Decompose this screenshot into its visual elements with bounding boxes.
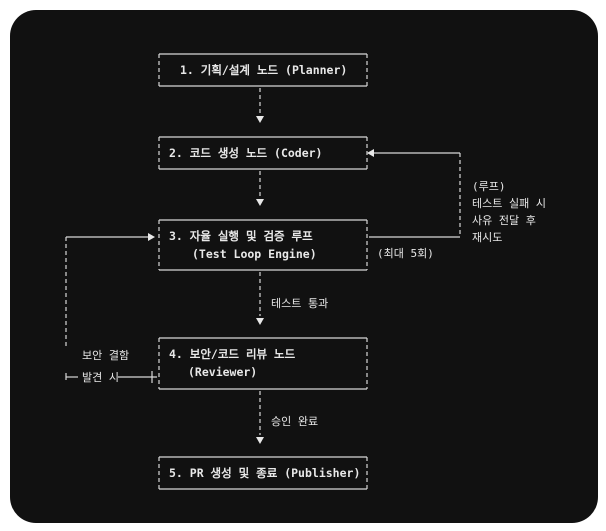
security-label-line-2: 발견 시: [82, 371, 119, 384]
loop-max-label: (최대 5회): [377, 247, 434, 260]
arrow-to-publisher: [256, 437, 264, 444]
node-test-loop-label: 3. 자율 실행 및 검증 루프: [169, 229, 313, 243]
edge-label-approved: 승인 완료: [271, 415, 318, 428]
diagram-panel: [10, 10, 598, 523]
arrow-security-to-test-loop: [148, 233, 155, 241]
node-planner-label: 1. 기획/설계 노드 (Planner): [180, 63, 347, 77]
node-publisher-box: [158, 456, 368, 490]
node-coder-label: 2. 코드 생성 노드 (Coder): [169, 146, 323, 160]
security-label-line-1: 보안 결함: [82, 349, 129, 362]
node-planner-box: [158, 53, 368, 87]
security-connector: [65, 236, 157, 383]
loop-note-line-4: 재시도: [472, 231, 502, 244]
arrow-to-test-loop: [256, 199, 264, 206]
loop-note-line-3: 사유 전달 후: [472, 214, 536, 227]
arrow-to-reviewer: [256, 318, 264, 325]
node-reviewer-sublabel: (Reviewer): [188, 365, 257, 379]
arrow-to-coder: [256, 116, 264, 123]
node-test-loop-box: [158, 219, 368, 271]
node-reviewer-label: 4. 보안/코드 리뷰 노드: [169, 347, 296, 361]
loop-back-connector: [369, 152, 461, 238]
node-reviewer-box: [158, 337, 368, 390]
loop-note-line-1: (루프): [472, 180, 506, 193]
node-test-loop-sublabel: (Test Loop Engine): [192, 247, 317, 261]
edge-label-test-pass: 테스트 통과: [271, 297, 328, 310]
loop-note-line-2: 테스트 실패 시: [472, 197, 546, 210]
node-publisher-label: 5. PR 생성 및 종료 (Publisher): [169, 466, 360, 480]
arrow-loop-to-coder: [367, 149, 374, 157]
